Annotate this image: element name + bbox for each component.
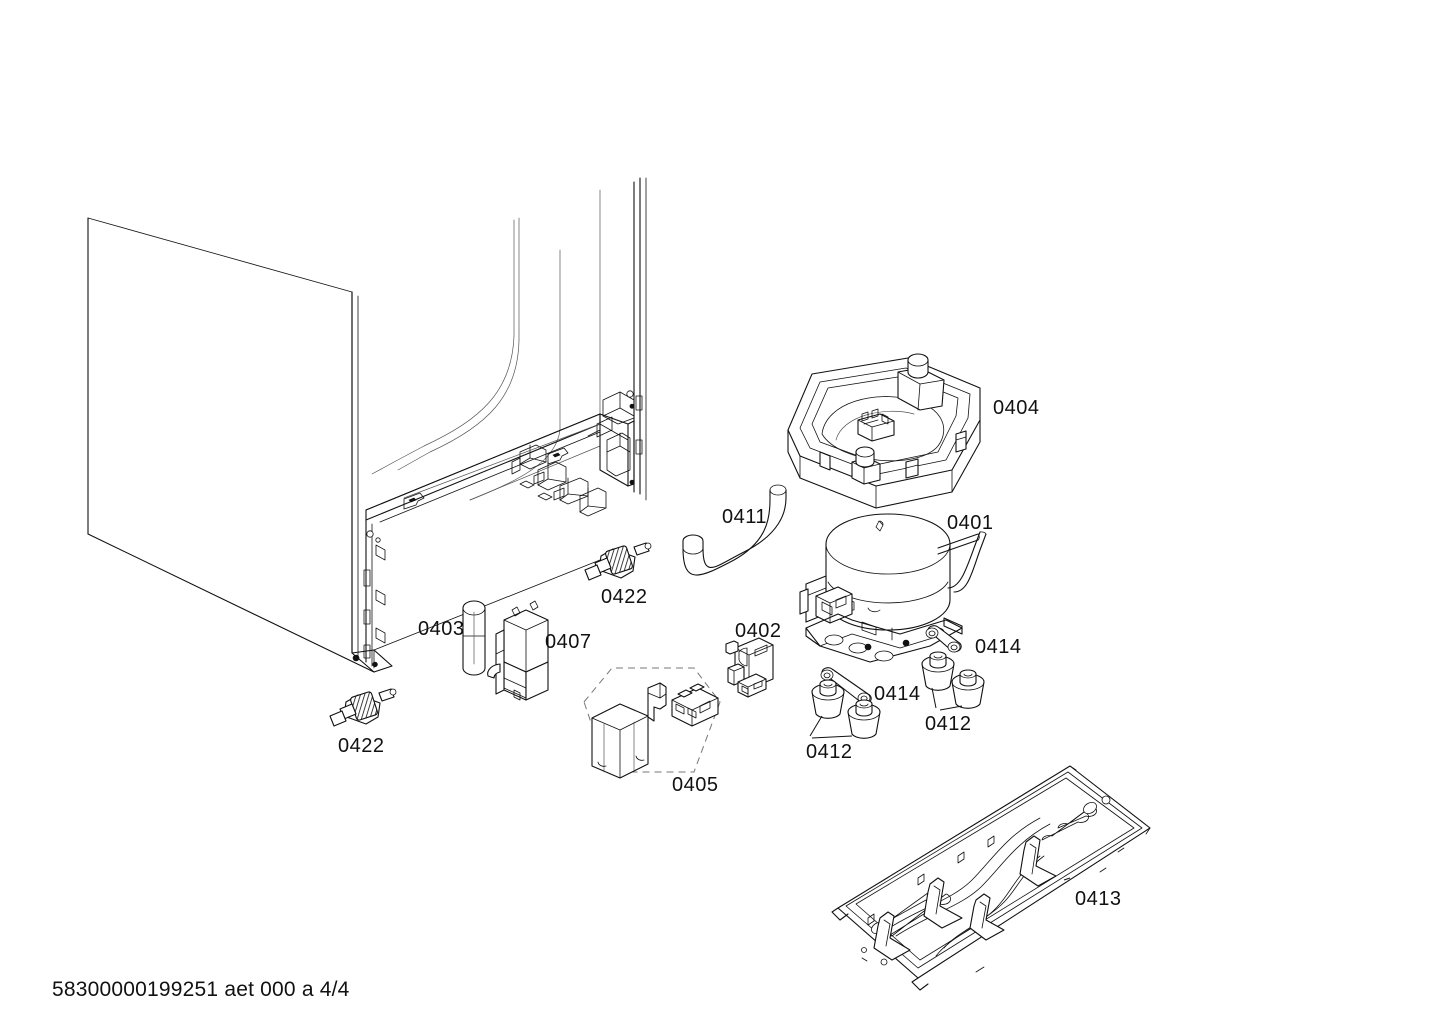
callout-label-0414-a: 0414 [874,683,921,705]
part-0412-grommet-1 [809,679,845,737]
callout-label-0414-b: 0414 [975,636,1022,658]
part-0422-lower-foot [329,688,397,727]
cabinet-assembly [87,177,647,673]
callout-label-0404: 0404 [993,397,1040,419]
callout-label-0405: 0405 [672,774,719,796]
callout-label-0412-a: 0412 [806,741,853,763]
part-0414-sleeve-b [925,625,962,653]
part-0412-grommet-2 [811,699,881,739]
part-0401-compressor [799,513,987,663]
part-0405-kit [583,667,721,779]
leader-0413 [1063,877,1071,881]
part-0422-upper-foot [584,542,652,581]
callout-label-0412-b: 0412 [925,713,972,735]
callout-label-0422-b: 0422 [338,735,385,757]
callout-label-0411: 0411 [722,506,768,528]
part-0411-hose [682,484,787,576]
part-0413-base-panel [831,765,1151,991]
part-0412-grommet-3 [921,651,955,709]
part-0402-terminal-cover [725,637,774,698]
machine-bay-structure [511,390,643,517]
part-0407-relay [487,600,549,701]
callout-label-0401: 0401 [947,512,994,534]
callout-label-0407: 0407 [545,631,592,653]
callout-label-0413: 0413 [1075,888,1122,910]
part-0403-sensor [462,600,486,676]
part-0412-grommet-4 [939,669,985,711]
part-0404-drip-tray [787,353,981,509]
callout-label-0402: 0402 [735,620,782,642]
callout-label-0422-a: 0422 [601,586,648,608]
callout-label-0403: 0403 [418,618,465,640]
sheet-footer-text: 58300000199251 aet 000 a 4/4 [52,978,350,1001]
